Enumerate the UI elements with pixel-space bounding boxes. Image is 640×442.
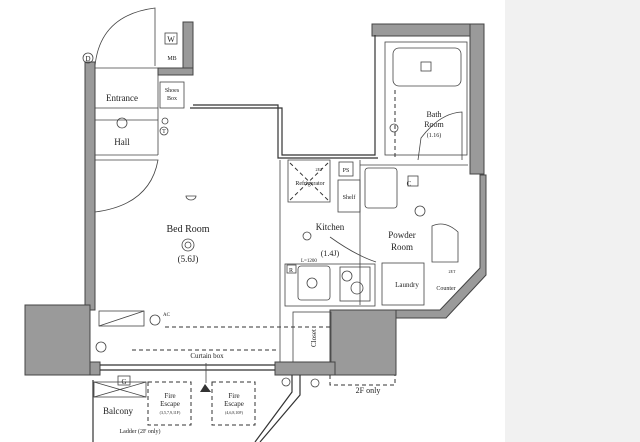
counter-label: Counter [436,286,455,292]
t-marker [159,126,169,136]
washbasin [364,167,398,209]
switch-icon [161,117,169,125]
powder-label: Powder [388,230,416,240]
bath-label: Bath [426,110,441,119]
ac-label: AC [163,313,171,318]
burner-icon [350,281,364,295]
c-label: C [407,180,412,188]
bathtub [392,47,462,87]
outlet-icon [95,341,107,353]
fire-escape-2 [211,381,256,426]
window [100,364,275,371]
fire-escape-1-floors: (3,5,7,9,11F) [160,410,181,416]
burner-icon [341,270,353,282]
bath-size: (1.16) [427,132,442,139]
t-label: T [162,129,166,135]
curtain-box-label: Curtain box [190,352,224,360]
d-marker [82,52,94,64]
balcony-label: Balcony [103,406,133,416]
outlet-icon [302,231,312,241]
sink [297,265,331,301]
box-label: Box [167,96,177,102]
ps-label: PS [343,168,350,174]
shoes-box [159,81,185,109]
walls [24,21,487,376]
ceiling-light-icon [116,117,128,129]
laundry-label: Laundry [395,281,419,289]
fire-escape-2-label: Fire [228,392,239,400]
fire-escape-2-floors: (4,6,8,10F) [225,410,244,416]
stove [339,266,371,302]
entrance-label: Entrance [106,93,138,103]
refrigerator-label: Refrigerator [295,180,324,187]
hall-door [94,159,159,213]
north-arrow-icon [200,384,211,392]
bed-room-label: Bed Room [166,224,209,235]
floor-plan: D W MB Entrance Shoes Box Hall T Bed Roo… [24,7,487,442]
2et-label: 2ET [449,269,456,274]
kitchen-size: (1.4J) [321,249,340,258]
bath-room-label: Room [424,120,444,129]
entrance-door [94,7,156,67]
light-icon [414,205,426,217]
closet-label: Closet [310,329,318,347]
counter-length-label: L=1200 [301,259,317,264]
outlet-icon [149,314,161,326]
g-label: G [121,378,126,386]
fire-escape-1 [147,381,192,426]
light-icon [185,195,197,201]
room-label: Room [391,242,413,252]
w-box [164,32,178,45]
bath-room [384,41,468,156]
fire-escape-2-label2: Escape [224,400,244,408]
shelf-label: Shelf [343,194,356,201]
ac-unit [98,310,145,327]
kitchen-counter [284,263,376,307]
background-panel [505,0,640,442]
r-label: R [289,268,293,274]
mb-label: MB [167,56,176,62]
fire-escape-1-label: Fire [164,392,175,400]
ceiling-light-inner [184,241,192,249]
kitchen-label: Kitchen [316,222,345,232]
ladder-hatch [93,381,147,398]
closet [292,311,332,363]
2et-label: 2ET [316,167,323,172]
laundry-pan [381,262,425,306]
d-label: D [85,55,90,63]
fire-escape-1-label2: Escape [160,400,180,408]
ps-box [338,161,354,177]
shoes-label: Shoes [165,88,180,94]
2f-only-label: 2F only [356,386,381,395]
ladder-label: Ladder (2F only) [120,428,161,435]
toilet [431,223,459,263]
hall-label: Hall [114,137,130,147]
w-label: W [167,35,175,44]
ceiling-light-icon [181,238,195,252]
bed-room-size: (5.6J) [178,254,199,264]
